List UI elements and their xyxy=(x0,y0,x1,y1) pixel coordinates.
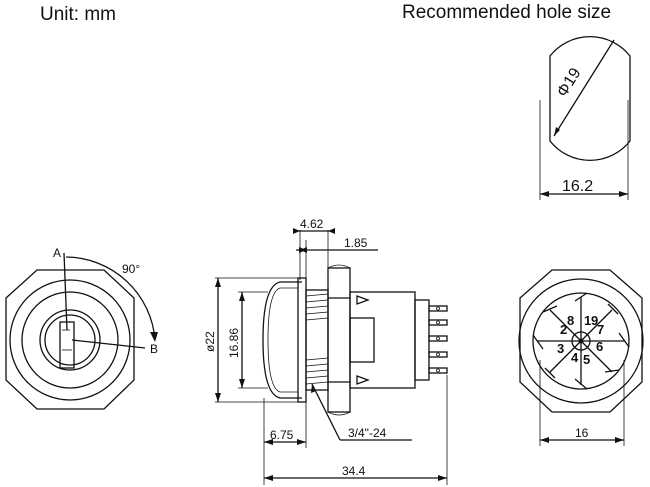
hole-outline xyxy=(549,35,631,162)
thread-leader xyxy=(311,383,341,441)
hole-diameter-line xyxy=(553,47,610,137)
pin-7: 7 xyxy=(597,322,604,337)
rear-width-text: 16 xyxy=(575,426,589,440)
dim-16-86-text: 16.86 xyxy=(227,328,241,358)
front-hex-nut xyxy=(5,269,135,410)
position-b-line xyxy=(71,339,146,349)
side-view: 4.62 1.85 ø22 16.86 6.75 3/4"-24 34.4 xyxy=(203,217,448,485)
threaded-barrel xyxy=(305,289,329,391)
rear-hex-nut xyxy=(519,269,643,413)
unit-label: Unit: mm xyxy=(40,4,116,25)
front-view: A B 90° xyxy=(5,246,158,410)
dim-22-text: ø22 xyxy=(203,331,217,352)
hole-size-label: Recommended hole size xyxy=(402,2,611,23)
terminal-pins xyxy=(428,305,448,374)
button-dome xyxy=(262,281,302,399)
pin-1: 1 xyxy=(584,313,591,328)
hex-nut-side xyxy=(327,267,351,413)
thread-lines xyxy=(305,293,329,385)
thread-spec-text: 3/4"-24 xyxy=(348,426,387,440)
front-key-cylinder xyxy=(39,309,101,371)
terminal-block xyxy=(414,299,430,381)
rear-terminal-face xyxy=(532,292,630,390)
hole-width-text: 16.2 xyxy=(562,178,593,195)
switch-body xyxy=(349,291,416,389)
pin-4: 4 xyxy=(571,350,579,365)
dim-4-62-text: 4.62 xyxy=(300,217,324,231)
position-a-line xyxy=(63,252,68,331)
position-a-label: A xyxy=(53,246,61,260)
pin-3: 3 xyxy=(557,341,564,356)
rotation-arc xyxy=(65,256,156,341)
hole-diameter-arrow xyxy=(554,127,560,136)
pin-9: 9 xyxy=(591,313,598,328)
rear-terminals xyxy=(532,292,630,390)
dim-6-75-text: 6.75 xyxy=(270,428,294,442)
pin-5: 5 xyxy=(583,352,590,367)
rear-view: 1 2 3 4 5 6 7 8 9 16 xyxy=(518,269,644,446)
rotation-angle: 90° xyxy=(122,262,140,276)
position-b-label: B xyxy=(150,342,158,356)
pin-8: 8 xyxy=(567,313,574,328)
pin-6: 6 xyxy=(596,339,603,354)
hole-size-view: Φ19 16.2 xyxy=(539,35,631,200)
pin-2: 2 xyxy=(560,322,567,337)
dim-34-4-text: 34.4 xyxy=(342,464,366,478)
dim-1-85-text: 1.85 xyxy=(344,236,368,250)
button-flange xyxy=(297,277,307,403)
